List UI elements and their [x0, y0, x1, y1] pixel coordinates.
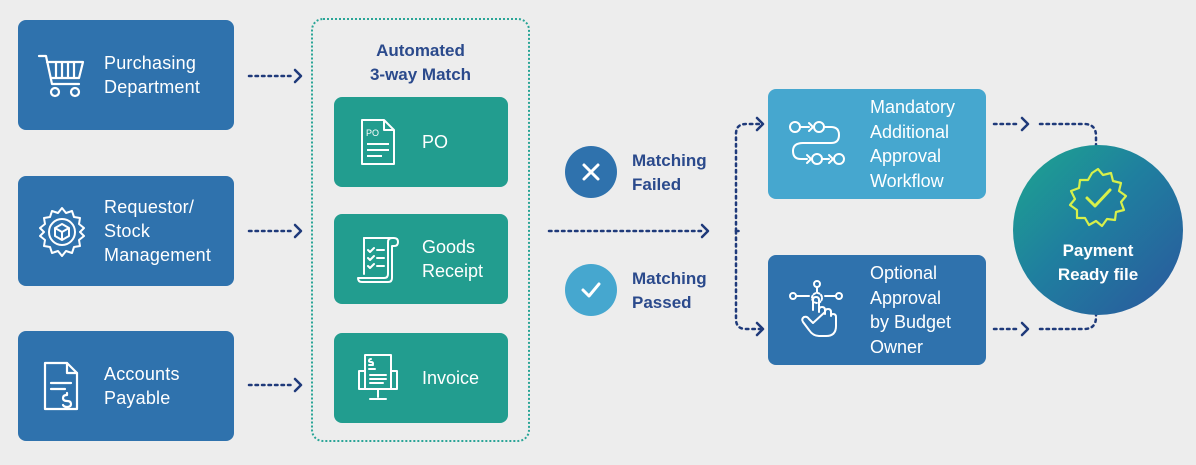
matching-failed-label: Matching Failed	[632, 149, 707, 197]
purchasing-department-box: Purchasing Department	[18, 20, 234, 130]
match-title-line2: 3-way Match	[369, 65, 472, 84]
goods-receipt-box: Goods Receipt	[334, 214, 508, 304]
mandatory-line2: Additional	[870, 121, 950, 142]
invoice-label: Invoice	[422, 368, 480, 388]
purchasing-label-line1: Purchasing	[104, 53, 197, 73]
optional-line2: Approval	[870, 287, 942, 308]
matching-failed-line2: Failed	[632, 175, 682, 194]
mandatory-approval-box: Mandatory Additional Approval Workflow	[768, 89, 986, 199]
workflow-icon	[782, 117, 852, 171]
arrowhead-optional-out	[1020, 321, 1030, 337]
arrowhead-purchasing	[293, 68, 303, 84]
arrowhead-mandatory	[755, 116, 765, 132]
gear-box-icon	[30, 204, 94, 258]
optional-line4: Owner	[870, 336, 924, 357]
badge-check-icon	[1068, 167, 1128, 228]
automated-match-title: Automated 3-way Match	[311, 39, 530, 87]
matching-passed-indicator	[565, 264, 617, 316]
automated-match-group	[311, 18, 530, 442]
matching-failed-line1: Matching	[632, 151, 707, 170]
connector-optional-up	[1038, 310, 1098, 331]
x-icon	[582, 163, 600, 181]
po-box: PO PO	[334, 97, 508, 187]
optional-line1: Optional	[870, 263, 938, 283]
arrowhead-optional	[755, 321, 765, 337]
checklist-scroll-icon	[350, 232, 406, 286]
accounts-payable-box: Accounts Payable	[18, 331, 234, 441]
requestor-label-line1: Requestor/	[104, 197, 195, 217]
matching-failed-indicator	[565, 146, 617, 198]
mandatory-line1: Mandatory	[870, 97, 956, 117]
hand-tap-icon	[782, 280, 852, 340]
po-icon-text: PO	[366, 128, 379, 138]
requestor-stock-box: Requestor/ Stock Management	[18, 176, 234, 286]
arrowhead-accounts	[293, 377, 303, 393]
requestor-label-line3: Management	[104, 245, 212, 265]
matching-passed-line1: Matching	[632, 269, 707, 288]
po-document-icon: PO	[350, 116, 406, 168]
payment-line2: Ready file	[1057, 265, 1139, 284]
arrowhead-requestor	[293, 223, 303, 239]
optional-line3: by Budget	[870, 312, 952, 332]
matching-passed-label: Matching Passed	[632, 267, 707, 315]
goods-receipt-label-line1: Goods	[422, 237, 476, 257]
check-icon	[581, 282, 601, 298]
payment-line1: Payment	[1062, 241, 1134, 260]
invoice-dollar-icon	[30, 359, 94, 413]
match-title-line1: Automated	[376, 41, 465, 60]
accounts-label-line1: Accounts	[104, 364, 180, 384]
mandatory-line4: Workflow	[870, 170, 944, 191]
po-label: PO	[422, 132, 449, 152]
goods-receipt-label-line2: Receipt	[422, 261, 484, 281]
invoice-box: Invoice	[334, 333, 508, 423]
matching-passed-line2: Passed	[632, 293, 692, 312]
purchasing-label-line2: Department	[104, 77, 201, 97]
requestor-label-line2: Stock	[104, 221, 151, 241]
connector-to-optional	[734, 229, 762, 331]
connector-mandatory-down	[1038, 122, 1098, 147]
invoice-printer-icon	[350, 351, 406, 405]
accounts-label-line2: Payable	[104, 388, 171, 408]
payment-ready-circle: Payment Ready file	[1013, 145, 1183, 315]
optional-approval-box: Optional Approval by Budget Owner	[768, 255, 986, 365]
shopping-cart-icon	[30, 48, 94, 102]
mandatory-line3: Approval	[870, 146, 942, 166]
arrowhead-match-out	[700, 223, 710, 239]
arrowhead-mandatory-out	[1020, 116, 1030, 132]
connector-to-mandatory	[734, 122, 762, 233]
